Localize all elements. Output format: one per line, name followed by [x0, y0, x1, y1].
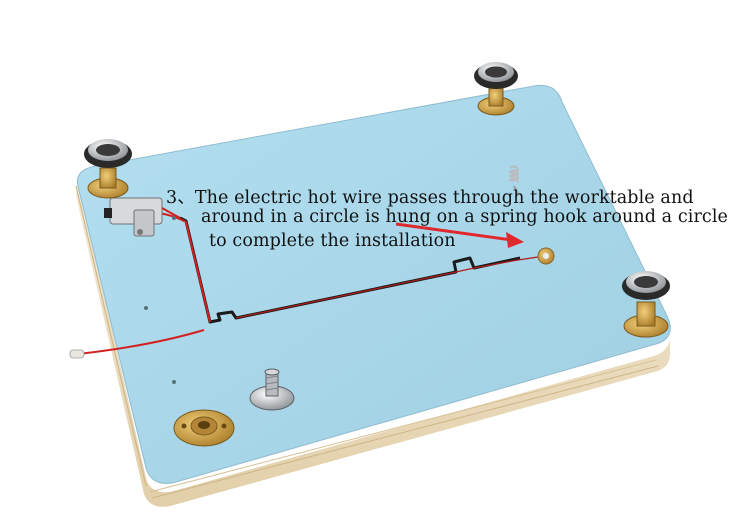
adjustable-foot-icon: [474, 62, 518, 116]
brass-flange-icon: [173, 409, 235, 447]
wire-clamp-icon: [104, 197, 181, 237]
board-holes: [144, 216, 176, 384]
board-surface: [76, 84, 671, 484]
wire-terminal-left: [69, 349, 85, 359]
spring-hook-icon: [508, 165, 520, 195]
board-edge: [75, 180, 671, 507]
adjustable-foot-icon: [622, 271, 670, 338]
annotation-arrow: [395, 222, 524, 248]
ring-terminal: [537, 247, 555, 265]
adjustable-foot-icon: [84, 139, 132, 199]
thumb-screw-icon: [249, 368, 295, 411]
